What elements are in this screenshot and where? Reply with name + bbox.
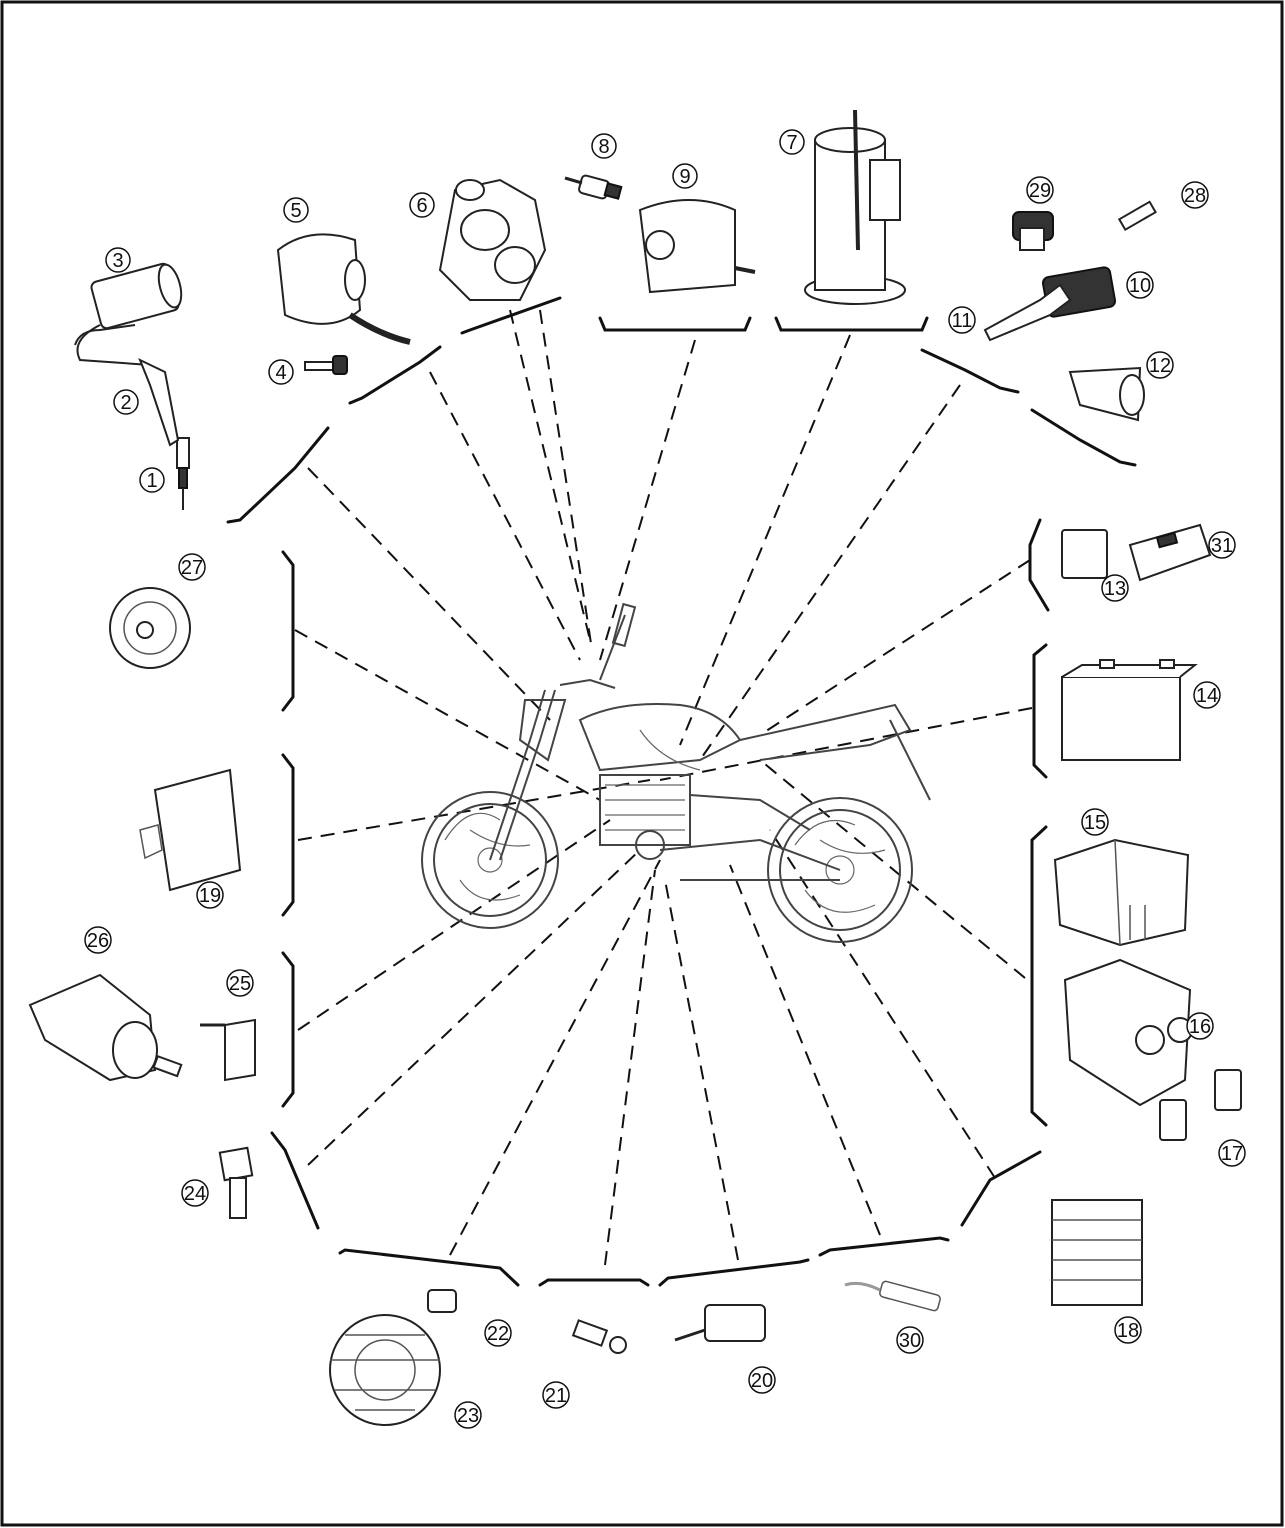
- sensor-25-part: [200, 1020, 255, 1080]
- callout-11: 11: [949, 307, 975, 333]
- fuse-box-part: [1055, 840, 1188, 945]
- svg-text:18: 18: [1117, 1320, 1139, 1342]
- svg-text:31: 31: [1211, 535, 1233, 557]
- starter-motor-part: [30, 975, 181, 1080]
- svg-text:28: 28: [1184, 185, 1206, 207]
- starter-relay-part: [1065, 960, 1192, 1105]
- callout-20: 20: [749, 1367, 775, 1393]
- callout-19: 19: [197, 882, 223, 908]
- callout-13: 13: [1102, 575, 1128, 601]
- ecu-part: [140, 770, 240, 890]
- regulator-part: [1052, 1200, 1142, 1305]
- svg-text:2: 2: [120, 392, 131, 414]
- sensor-20-part: [675, 1305, 765, 1341]
- callout-21: 21: [543, 1382, 569, 1408]
- svg-text:29: 29: [1029, 180, 1051, 202]
- callout-24: 24: [182, 1180, 208, 1206]
- svg-text:17: 17: [1221, 1143, 1243, 1165]
- svg-text:6: 6: [416, 195, 427, 217]
- pickup-coil-part: [428, 1290, 456, 1312]
- sensor-21-part: [573, 1320, 626, 1353]
- relay-13-part: [1062, 530, 1107, 578]
- throttle-body-part: [440, 180, 545, 300]
- callout-27: 27: [179, 554, 205, 580]
- sensor-8-part: [565, 175, 621, 200]
- callout-29: 29: [1027, 177, 1053, 203]
- svg-text:12: 12: [1149, 355, 1171, 377]
- svg-text:4: 4: [275, 362, 286, 384]
- connector-12-part: [1070, 368, 1144, 420]
- callout-25: 25: [227, 970, 253, 996]
- svg-text:10: 10: [1129, 275, 1151, 297]
- callout-2: 2: [114, 390, 138, 414]
- svg-text:24: 24: [184, 1183, 206, 1205]
- callout-31: 31: [1209, 532, 1235, 558]
- leader-lines: [295, 310, 1032, 1265]
- callout-10: 10: [1127, 272, 1153, 298]
- handlebar-switch-part: [640, 200, 755, 292]
- svg-text:26: 26: [87, 930, 109, 952]
- svg-text:5: 5: [290, 200, 301, 222]
- svg-text:25: 25: [229, 973, 251, 995]
- callout-4: 4: [269, 360, 293, 384]
- horn-part: [110, 588, 190, 668]
- spark-plug-part: [177, 438, 189, 510]
- callout-22: 22: [485, 1320, 511, 1346]
- svg-text:11: 11: [952, 310, 973, 332]
- oxygen-sensor-part: [845, 1281, 941, 1312]
- svg-text:1: 1: [146, 470, 157, 492]
- fuel-pump-part: [805, 110, 905, 304]
- switch-24-part: [220, 1148, 252, 1218]
- svg-text:20: 20: [751, 1370, 773, 1392]
- svg-text:8: 8: [598, 136, 609, 158]
- callout-28: 28: [1182, 182, 1208, 208]
- ignition-switch-part: [278, 234, 410, 374]
- callout-17: 17: [1219, 1140, 1245, 1166]
- callout-23: 23: [455, 1402, 481, 1428]
- svg-text:13: 13: [1104, 578, 1126, 600]
- svg-text:3: 3: [112, 250, 123, 272]
- svg-text:7: 7: [786, 132, 797, 154]
- callout-12: 12: [1147, 352, 1173, 378]
- callout-18: 18: [1115, 1317, 1141, 1343]
- callout-8: 8: [592, 134, 616, 158]
- ignition-coil-part: [75, 262, 185, 445]
- callout-14: 14: [1194, 682, 1220, 708]
- svg-text:19: 19: [199, 885, 221, 907]
- svg-text:30: 30: [899, 1330, 921, 1352]
- callout-9: 9: [673, 164, 697, 188]
- group-brackets: [228, 298, 1135, 1285]
- svg-text:9: 9: [679, 166, 690, 188]
- svg-text:23: 23: [457, 1405, 479, 1427]
- svg-text:15: 15: [1084, 812, 1106, 834]
- callout-1: 1: [140, 468, 164, 492]
- svg-text:27: 27: [181, 557, 203, 579]
- callout-15: 15: [1082, 809, 1108, 835]
- battery-part: [1062, 660, 1195, 760]
- callout-16: 16: [1187, 1013, 1213, 1039]
- callout-30: 30: [897, 1327, 923, 1353]
- svg-text:22: 22: [487, 1323, 509, 1345]
- svg-text:14: 14: [1196, 685, 1218, 707]
- callout-3: 3: [106, 248, 130, 272]
- callout-5: 5: [284, 198, 308, 222]
- callout-26: 26: [85, 927, 111, 953]
- callout-7: 7: [780, 130, 804, 154]
- svg-text:21: 21: [545, 1385, 567, 1407]
- callout-6: 6: [410, 193, 434, 217]
- svg-text:16: 16: [1189, 1016, 1211, 1038]
- stator-part: [330, 1315, 440, 1425]
- module-31-part: [1130, 525, 1210, 580]
- top-right-sensors-part: [985, 202, 1156, 340]
- motorcycle-illustration: [422, 604, 930, 942]
